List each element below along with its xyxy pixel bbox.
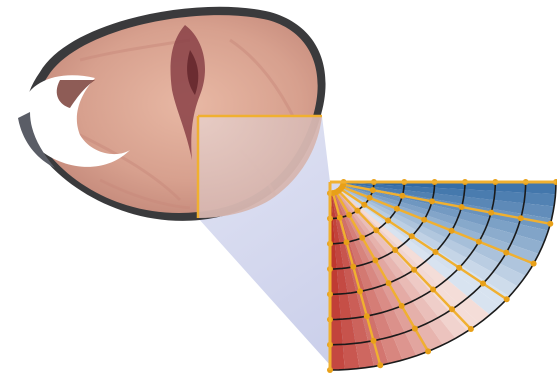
mesh-band-cell [495,182,526,193]
mesh-node [421,217,427,223]
mesh-node [468,326,474,332]
mesh-node [399,193,405,199]
mesh-band-cell [525,182,556,194]
mesh-node [357,288,363,294]
mesh-band-cell [330,319,343,345]
mesh-node [377,362,383,368]
mesh-node [392,247,398,253]
mesh-node [386,280,392,286]
mesh-node [373,227,379,233]
mesh-node [411,267,417,273]
mesh-node [433,249,439,255]
mesh-node [531,261,537,267]
mesh-node [344,239,350,245]
mesh-node [476,239,482,245]
mesh-node [459,204,465,210]
mesh-band-cell [330,344,345,370]
quadrant-mesh [327,179,557,373]
mesh-node [370,187,376,193]
mesh-node [412,326,418,332]
mesh-node [394,206,400,212]
mesh-node [518,215,524,221]
mesh-node [456,265,462,271]
mesh-node [364,313,370,319]
mesh-node [359,235,365,241]
mesh-node [449,306,455,312]
mesh-node [409,233,415,239]
mesh-node [547,221,553,227]
mesh-node [371,338,377,344]
mesh-node [337,215,343,221]
mesh-node [399,303,405,309]
mesh-node [503,250,509,256]
mesh-node [385,218,391,224]
mesh-node [504,296,510,302]
mesh-node [449,228,455,234]
mesh-node [480,281,486,287]
mesh-node [425,348,431,354]
mesh-node [346,212,352,218]
mesh-node [488,210,494,216]
mesh-node [354,208,360,214]
mesh-node [372,257,378,263]
mesh-node [429,198,435,204]
mesh-node [430,287,436,293]
mesh-node [367,195,373,201]
mesh-node [350,264,356,270]
mesh-node [361,202,367,208]
